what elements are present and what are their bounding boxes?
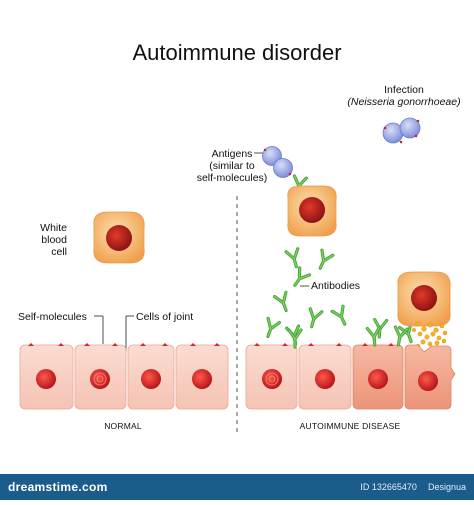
antibody: [260, 316, 281, 341]
white-blood-cell-label-line2: blood: [41, 234, 67, 246]
antibodies-label: Antibodies: [311, 280, 360, 292]
joint-cell: [175, 344, 229, 410]
white-blood-cell-normal: [93, 211, 145, 264]
watermark-author: Designua: [427, 482, 466, 492]
page-title: Autoimmune disorder: [132, 40, 341, 65]
watermark-id: ID 132665470: [360, 482, 417, 492]
white-blood-cell-label: White: [40, 222, 67, 234]
infection-label: Infection: [384, 84, 424, 96]
antigens-label-line2: (similar to: [209, 160, 255, 172]
antigens-label-line3: self-molecules): [197, 172, 268, 184]
antibody: [273, 290, 294, 315]
antibody: [313, 248, 335, 273]
white-blood-cell-activated: [287, 185, 337, 237]
antibody: [330, 304, 352, 329]
joint-cell: [127, 344, 175, 410]
normal-tissue: [19, 343, 229, 410]
normal-caption: NORMAL: [104, 421, 142, 431]
watermark-brand: dreamstime.com: [8, 480, 108, 494]
joint-cell: [298, 344, 352, 410]
joint-cell-damaged: [404, 344, 456, 410]
antigen-particle: [262, 146, 293, 178]
antibody: [304, 307, 324, 330]
antibody-bound: [390, 325, 409, 348]
self-molecules: [28, 343, 220, 346]
disease-caption: AUTOIMMUNE DISEASE: [300, 421, 401, 431]
self-molecules: [254, 343, 394, 346]
cells-of-joint-label: Cells of joint: [136, 311, 193, 323]
joint-cell: [74, 344, 127, 410]
white-blood-cell-label-line3: cell: [51, 246, 67, 258]
white-blood-cell-attacking: [397, 271, 451, 327]
joint-cell: [245, 344, 298, 410]
antibody: [284, 247, 304, 270]
self-molecules-label: Self-molecules: [18, 311, 87, 323]
bacteria-diplococcus: [382, 117, 421, 144]
joint-cell-damaged: [352, 344, 404, 410]
antigens-label: Antigens: [212, 148, 253, 160]
watermark-credit: ID 132665470 Designua: [360, 482, 466, 492]
antibodies-group: [260, 247, 419, 347]
joint-cell: [19, 344, 74, 410]
infection-species-label: (Neisseria gonorrhoeae): [347, 96, 460, 108]
watermark-footer: dreamstime.com ID 132665470 Designua: [0, 474, 474, 500]
diseased-tissue: [245, 325, 456, 410]
